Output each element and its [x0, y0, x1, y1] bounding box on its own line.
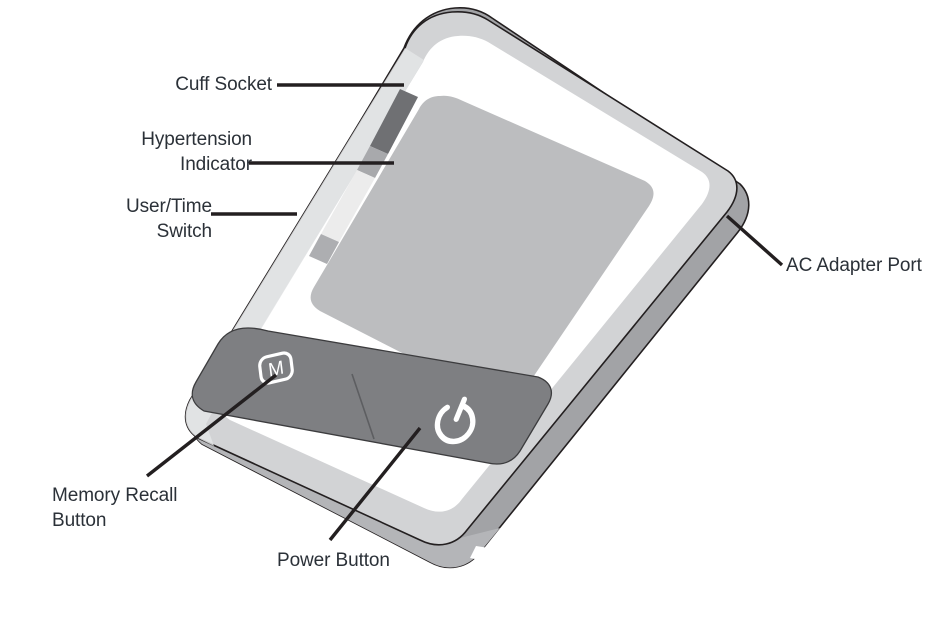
memory-recall-button[interactable]: M [258, 351, 294, 385]
memory-m-icon-frame [258, 351, 294, 385]
power-icon-stem [453, 396, 468, 422]
indicator-segment-1 [370, 89, 418, 154]
callout-line-2: Button [52, 510, 107, 531]
memory-m-icon-letter: M [267, 357, 285, 381]
indicator-segment-3 [321, 170, 375, 242]
button-panel [191, 327, 552, 465]
callout-line-1: Hypertension [141, 129, 252, 150]
bottom-edge-notch [470, 546, 508, 564]
device-body: M [184, 7, 750, 569]
lcd-display [310, 95, 654, 404]
callout-label-ac-adapter-port: AC Adapter Port [786, 255, 922, 276]
button-divider [351, 373, 375, 440]
leader-power-button [328, 426, 422, 542]
power-button[interactable] [434, 396, 476, 445]
indicator-segment-4 [309, 234, 339, 264]
callout-line-1: User/Time [125, 196, 212, 217]
leader-lines [145, 83, 784, 542]
leader-memory-recall-button [145, 373, 278, 478]
callout-line-1: Memory Recall [52, 485, 178, 506]
callout-line-2: Switch [156, 221, 212, 242]
callout-line-2: Indicator [180, 154, 252, 175]
power-icon-ring [434, 403, 476, 445]
leader-ac-adapter-port [725, 214, 784, 267]
callout-label-power-button: Power Button [277, 550, 390, 571]
callout-label-cuff-socket: Cuff Socket [175, 74, 272, 95]
